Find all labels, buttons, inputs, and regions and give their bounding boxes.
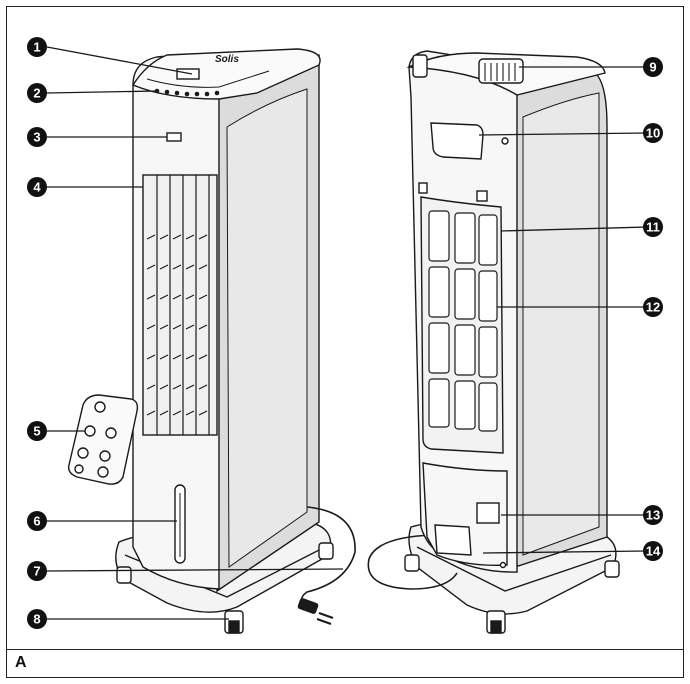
back-wheels (404, 554, 620, 634)
callout-circle (643, 297, 663, 317)
remote-buttons (74, 401, 117, 478)
callout-number: 3 (33, 130, 40, 145)
control-buttons (154, 88, 220, 97)
callout-6: 6 (27, 511, 47, 531)
tank-drain (434, 524, 472, 556)
callout-number: 6 (33, 514, 40, 529)
remote-sensor (166, 132, 182, 142)
callout-8: 8 (27, 609, 47, 629)
callout-number: 11 (646, 220, 660, 235)
callout-9: 9 (643, 57, 663, 77)
callout-number: 12 (646, 300, 660, 315)
callout-10: 10 (643, 123, 663, 143)
callout-number: 7 (33, 564, 40, 579)
callout-4: 4 (27, 177, 47, 197)
callout-3: 3 (27, 127, 47, 147)
callout-circle (27, 561, 47, 581)
louvre-slats (146, 234, 208, 416)
callout-number: 4 (33, 180, 41, 195)
callout-2: 2 (27, 83, 47, 103)
callout-14: 14 (643, 541, 663, 561)
callout-circle (27, 177, 47, 197)
brand-logo: Solis (215, 54, 239, 65)
callout-13: 13 (643, 505, 663, 525)
callout-number: 9 (649, 60, 656, 75)
callout-circle (643, 217, 663, 237)
callout-circle (27, 511, 47, 531)
carry-handle (478, 58, 524, 84)
callout-number: 2 (33, 86, 40, 101)
callout-number: 13 (646, 508, 660, 523)
callout-number: 14 (646, 544, 661, 559)
callout-circle (27, 37, 47, 57)
callout-12: 12 (643, 297, 663, 317)
callout-5: 5 (27, 421, 47, 441)
leader-lines (46, 46, 648, 620)
callout-number: 5 (33, 424, 40, 439)
front-view: Solis (115, 48, 356, 634)
back-view (367, 50, 620, 634)
figure-label: A (15, 654, 27, 671)
plug (297, 598, 334, 625)
callout-circle (27, 83, 47, 103)
callout-number: 1 (33, 40, 40, 55)
control-panel-top (131, 48, 321, 100)
callout-circle (643, 541, 663, 561)
louvre-frame (142, 174, 218, 436)
louvres (156, 175, 210, 435)
callout-number: 10 (646, 126, 660, 141)
grip-opening (430, 122, 484, 160)
remote-control (67, 394, 139, 485)
callout-1: 1 (27, 37, 47, 57)
figure-frame: Solis (6, 6, 684, 678)
callout-circle (27, 127, 47, 147)
callout-number: 8 (33, 612, 40, 627)
callout-circle (643, 123, 663, 143)
callout-7: 7 (27, 561, 47, 581)
back-power-cord (367, 534, 458, 590)
filter-grid (428, 210, 498, 432)
figure-footer: A (7, 649, 683, 677)
callout-circle (27, 609, 47, 629)
callout-circle (643, 57, 663, 77)
tank-cap (476, 502, 500, 524)
display-window (176, 68, 200, 80)
callout-circle (27, 421, 47, 441)
callout-11: 11 (643, 217, 663, 237)
callout-circle (643, 505, 663, 525)
air-cooler-diagram: Solis (27, 37, 663, 634)
